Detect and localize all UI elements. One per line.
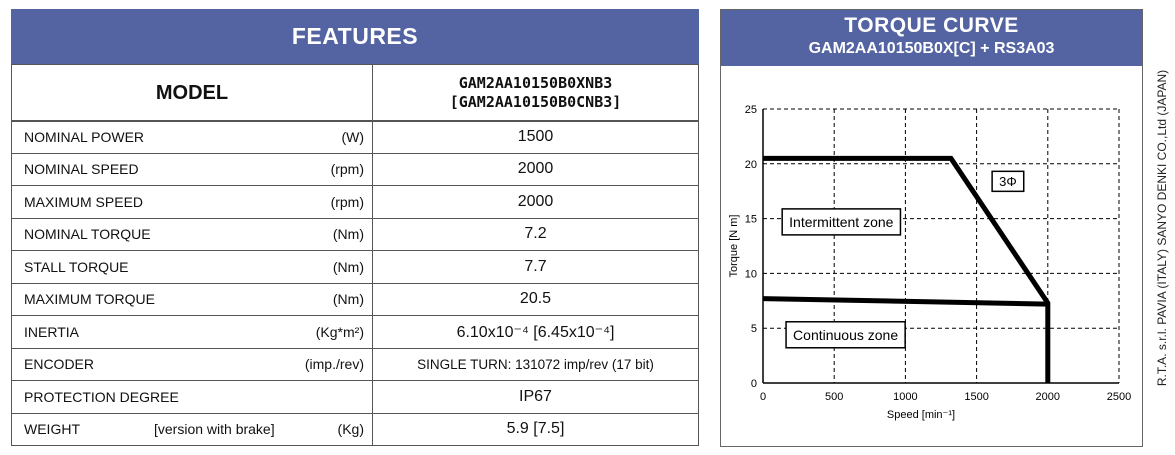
spec-unit: (Nm) <box>332 291 364 308</box>
torque-curve-title: TORQUE CURVE <box>844 14 1019 37</box>
series-line-intermittent <box>763 155 1051 383</box>
model-value: GAM2AA10150B0XNB3 [GAM2AA10150B0CNB3] <box>373 65 698 121</box>
spec-unit: (rpm) <box>330 193 364 210</box>
spec-note: [version with brake] <box>154 421 275 438</box>
spec-value: IP67 <box>372 380 699 414</box>
intermittent-zone-label-box <box>781 208 902 236</box>
x-tick-label: 2000 <box>1036 391 1060 403</box>
spec-name: MAXIMUM TORQUE <box>24 291 155 308</box>
table-row: WEIGHT [version with brake] (Kg) 5.9 [7.5] <box>11 412 699 446</box>
phase-label-box <box>991 170 1025 193</box>
spec-unit: (Nm) <box>332 258 364 275</box>
x-tick-label: 2500 <box>1107 391 1131 403</box>
spec-unit: (Nm) <box>332 226 364 243</box>
spec-name: NOMINAL SPEED <box>24 161 139 178</box>
x-tick-label: 1000 <box>893 391 917 403</box>
table-row: NOMINAL TORQUE (Nm) 7.2 <box>11 217 699 251</box>
spec-unit: (imp./rev) <box>304 356 364 373</box>
spec-name: ENCODER <box>24 356 95 373</box>
table-row: MAXIMUM SPEED (rpm) 2000 <box>11 185 699 219</box>
features-title: FEATURES <box>11 9 699 64</box>
torque-curve-subtitle: GAM2AA10150B0X[C] + RS3A03 <box>808 40 1055 57</box>
spec-name: NOMINAL TORQUE <box>24 226 151 243</box>
y-tick-label: 0 <box>751 378 757 390</box>
continuous-zone-label: Continuous zone <box>793 327 898 343</box>
spec-name: WEIGHT <box>24 421 80 438</box>
spec-name: NOMINAL POWER <box>24 128 145 145</box>
spec-value: 7.7 <box>372 250 699 284</box>
model-label: MODEL <box>12 65 373 121</box>
y-tick-label: 25 <box>745 104 757 116</box>
spec-value: 7.2 <box>372 217 699 251</box>
spec-value: SINGLE TURN: 131072 imp/rev (17 bit) <box>372 347 699 381</box>
model-row: MODEL GAM2AA10150B0XNB3 [GAM2AA10150B0CN… <box>11 64 699 122</box>
torque-curve-header: TORQUE CURVE GAM2AA10150B0X[C] + RS3A03 <box>721 10 1142 66</box>
spec-name: STALL TORQUE <box>24 258 129 275</box>
x-tick-label: 1500 <box>964 391 988 403</box>
spec-value: 6.10x10⁻⁴ [6.45x10⁻⁴] <box>372 315 699 349</box>
series-line-continuous <box>762 296 1048 307</box>
torque-curve-panel: TORQUE CURVE GAM2AA10150B0X[C] + RS3A03 … <box>720 9 1143 447</box>
y-tick-label: 15 <box>745 214 757 226</box>
table-row: ENCODER (imp./rev) SINGLE TURN: 131072 im… <box>11 347 699 381</box>
y-tick-label: 5 <box>751 323 757 335</box>
spec-table: NOMINAL POWER (W) 1500 NOMINAL SPEED (rpm)… <box>11 120 699 446</box>
model-value-line2: [GAM2AA10150B0CNB3] <box>449 93 622 111</box>
spec-unit: (W) <box>341 128 364 145</box>
features-panel: FEATURES MODEL GAM2AA10150B0XNB3 [GAM2AA… <box>11 9 699 447</box>
model-value-line1: GAM2AA10150B0XNB3 <box>458 74 613 92</box>
spec-name: INERTIA <box>24 323 79 340</box>
side-manufacturer-text: R.T.A. s.r.l. PAVIA (ITALY) SANYO DENKI … <box>1155 69 1169 387</box>
table-row: PROTECTION DEGREE IP67 <box>11 380 699 414</box>
y-tick-label: 20 <box>745 159 757 171</box>
x-axis-label: Speed [min⁻¹] <box>887 409 955 421</box>
x-tick-label: 500 <box>825 391 843 403</box>
table-row: MAXIMUM TORQUE (Nm) 20.5 <box>11 282 699 316</box>
spec-value: 2000 <box>372 152 699 186</box>
spec-value: 1500 <box>372 120 699 154</box>
spec-value: 20.5 <box>372 282 699 316</box>
spec-unit: (Kg*m²) <box>315 323 364 340</box>
spec-name: PROTECTION DEGREE <box>24 388 179 405</box>
table-row: NOMINAL POWER (W) 1500 <box>11 120 699 154</box>
table-row: INERTIA (Kg*m²) 6.10x10⁻⁴ [6.45x10⁻⁴] <box>11 315 699 349</box>
continuous-zone-label-box <box>785 321 906 349</box>
table-row: NOMINAL SPEED (rpm) 2000 <box>11 152 699 186</box>
spec-unit: (rpm) <box>330 161 364 178</box>
spec-value: 2000 <box>372 185 699 219</box>
y-tick-label: 10 <box>745 268 757 280</box>
y-axis-label: Torque [N m] <box>728 215 740 278</box>
phase-label: 3Φ <box>999 174 1017 189</box>
spec-value: 5.9 [7.5] <box>372 412 699 446</box>
spec-name: MAXIMUM SPEED <box>24 193 144 210</box>
spec-unit: (Kg) <box>337 421 364 438</box>
x-tick-label: 0 <box>760 391 766 403</box>
table-row: STALL TORQUE (Nm) 7.7 <box>11 250 699 284</box>
intermittent-zone-label: Intermittent zone <box>789 214 893 230</box>
